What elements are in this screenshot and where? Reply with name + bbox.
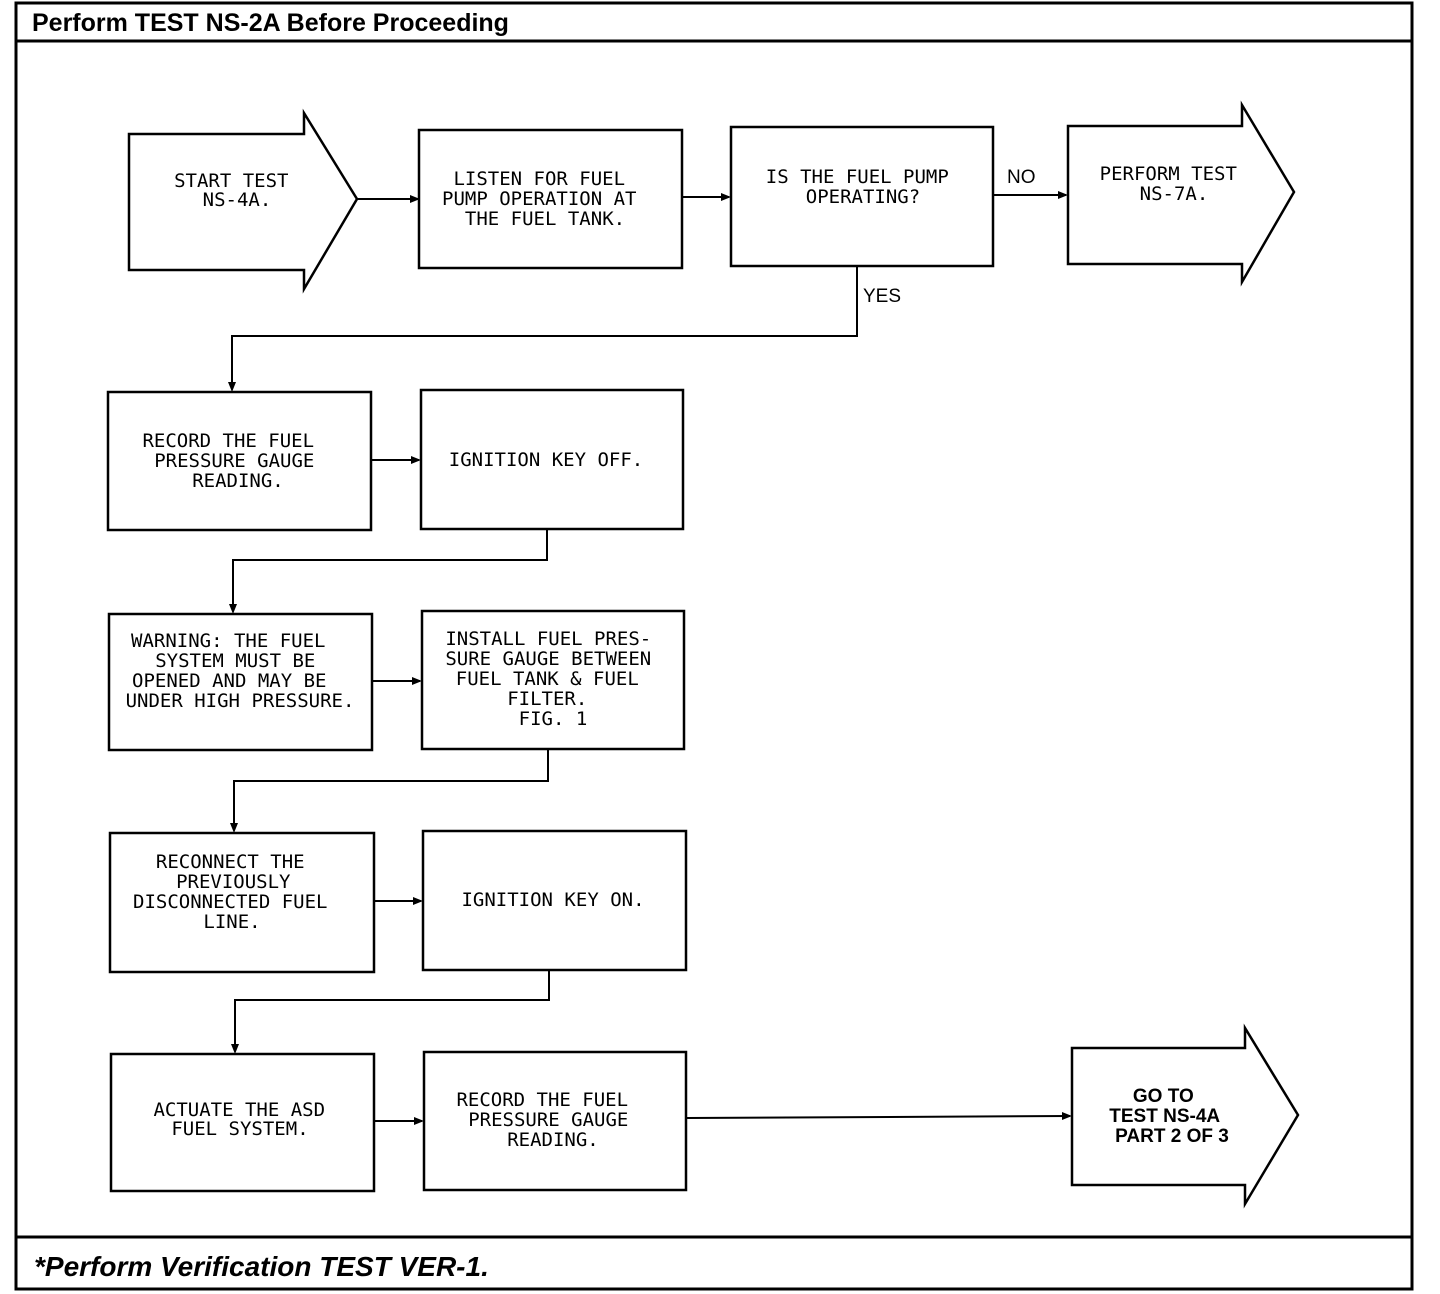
record2-line-2: PRESSURE GAUGE	[468, 1109, 628, 1131]
key-on-line-1: IGNITION KEY ON.	[461, 889, 644, 911]
install-gauge-text: INSTALL FUEL PRES- SURE GAUGE BETWEEN FU…	[445, 628, 662, 730]
warning-node: WARNING: THE FUEL SYSTEM MUST BE OPENED …	[107, 612, 374, 752]
arrowhead	[229, 604, 237, 614]
install-line-4: FILTER.	[507, 688, 587, 710]
footer-note: *Perform Verification TEST VER-1.	[34, 1251, 489, 1282]
listen-text: LISTEN FOR FUEL PUMP OPERATION AT THE FU…	[442, 168, 648, 230]
warning-box	[107, 612, 374, 752]
yes-label: YES	[863, 286, 901, 307]
record-reading-node-1: RECORD THE FUEL PRESSURE GAUGE READING.	[106, 390, 373, 532]
key-off-line-1: IGNITION KEY OFF.	[449, 449, 643, 471]
ignition-key-on-node: IGNITION KEY ON.	[421, 829, 688, 972]
install-line-1: INSTALL FUEL PRES-	[445, 628, 651, 650]
install-line-3: FUEL TANK & FUEL	[456, 668, 639, 690]
record-reading-text-1: RECORD THE FUEL PRESSURE GAUGE READING.	[142, 430, 325, 492]
goto-node: GO TO TEST NS-4A PART 2 OF 3	[1070, 1023, 1300, 1209]
record1-line-3: READING.	[192, 470, 284, 492]
actuate-line-2: FUEL SYSTEM.	[171, 1118, 308, 1140]
listen-line-3: THE FUEL TANK.	[465, 208, 625, 230]
perform-ns7a-line-2: NS-7A.	[1140, 183, 1209, 205]
record-reading-box-1	[106, 390, 373, 532]
warning-text: WARNING: THE FUEL SYSTEM MUST BE OPENED …	[126, 630, 355, 712]
arrowhead	[231, 1044, 239, 1054]
reconnect-box	[108, 831, 376, 974]
arrowhead	[230, 823, 238, 833]
arrowhead	[414, 1117, 424, 1125]
goto-text: GO TO TEST NS-4A PART 2 OF 3	[1109, 1086, 1229, 1147]
connector-keyon-actuate	[234, 970, 550, 1051]
arrowhead	[1062, 1112, 1072, 1120]
actuate-node: ACTUATE THE ASD FUEL SYSTEM.	[109, 1052, 376, 1193]
arrowhead	[721, 193, 731, 201]
goto-line-3: PART 2 OF 3	[1115, 1126, 1229, 1147]
connector-record2-goto	[686, 1115, 1071, 1119]
warning-line-2: SYSTEM MUST BE	[155, 650, 315, 672]
arrowhead	[413, 897, 423, 905]
listen-line-1: LISTEN FOR FUEL	[453, 168, 625, 190]
install-gauge-box	[420, 609, 686, 751]
record2-line-3: READING.	[507, 1129, 599, 1151]
actuate-text: ACTUATE THE ASD FUEL SYSTEM.	[153, 1099, 336, 1140]
goto-line-2: TEST NS-4A	[1109, 1106, 1220, 1127]
arrowhead	[410, 195, 420, 203]
start-line-2: NS-4A.	[203, 189, 272, 211]
actuate-box	[109, 1052, 376, 1193]
warning-line-3: OPENED AND MAY BE	[132, 670, 326, 692]
record1-line-2: PRESSURE GAUGE	[154, 450, 314, 472]
connectors	[228, 191, 1072, 1125]
pump-question-box	[729, 125, 995, 268]
arrowhead	[412, 677, 422, 685]
arrowhead	[1058, 191, 1068, 199]
arrowhead	[411, 456, 421, 464]
goto-line-1: GO TO	[1133, 1086, 1194, 1107]
pump-question-line-1: IS THE FUEL PUMP	[766, 166, 949, 188]
pump-question-node: IS THE FUEL PUMP OPERATING?	[729, 125, 995, 268]
perform-ns7a-node: PERFORM TEST NS-7A.	[1066, 100, 1296, 287]
perform-ns7a-line-1: PERFORM TEST	[1100, 163, 1237, 185]
connector-question-yes	[231, 266, 858, 389]
start-arrow-shape	[127, 108, 359, 294]
record-reading-text-2: RECORD THE FUEL PRESSURE GAUGE READING.	[456, 1089, 639, 1151]
warning-line-4: UNDER HIGH PRESSURE.	[126, 690, 355, 712]
perform-ns7a-arrow-shape	[1066, 100, 1296, 287]
outer-frame	[14, 1, 1414, 1291]
arrowhead	[228, 382, 236, 392]
listen-node: LISTEN FOR FUEL PUMP OPERATION AT THE FU…	[417, 128, 684, 270]
connector-install-reconnect	[233, 749, 549, 830]
no-label: NO	[1007, 167, 1036, 188]
record1-line-1: RECORD THE FUEL	[142, 430, 314, 452]
ignition-key-on-box	[421, 829, 688, 972]
install-gauge-node: INSTALL FUEL PRES- SURE GAUGE BETWEEN FU…	[420, 609, 686, 751]
reconnect-text: RECONNECT THE PREVIOUSLY DISCONNECTED FU…	[133, 851, 339, 933]
ignition-key-off-node: IGNITION KEY OFF.	[419, 388, 685, 531]
install-line-5: FIG. 1	[519, 708, 588, 730]
record-reading-box-2	[422, 1050, 688, 1192]
key-on-text: IGNITION KEY ON.	[461, 889, 644, 911]
header-title: Perform TEST NS-2A Before Proceeding	[32, 9, 509, 37]
connector-keyoff-warning	[232, 530, 548, 611]
perform-ns7a-text: PERFORM TEST NS-7A.	[1100, 163, 1249, 205]
pump-question-text: IS THE FUEL PUMP OPERATING?	[766, 166, 960, 208]
install-line-2: SURE GAUGE BETWEEN	[445, 648, 651, 670]
warning-line-1: WARNING: THE FUEL	[131, 630, 325, 652]
goto-arrow-shape	[1070, 1023, 1300, 1209]
key-off-text: IGNITION KEY OFF.	[449, 449, 643, 471]
record-reading-node-2: RECORD THE FUEL PRESSURE GAUGE READING.	[422, 1050, 688, 1192]
start-test-node: START TEST NS-4A.	[127, 108, 359, 294]
record2-line-1: RECORD THE FUEL	[456, 1089, 628, 1111]
listen-line-2: PUMP OPERATION AT	[442, 188, 636, 210]
ignition-key-off-box	[419, 388, 685, 531]
start-text: START TEST NS-4A.	[174, 170, 300, 211]
start-line-1: START TEST	[174, 170, 288, 192]
reconnect-line-3: DISCONNECTED FUEL	[133, 891, 327, 913]
reconnect-line-4: LINE.	[203, 911, 260, 933]
actuate-line-1: ACTUATE THE ASD	[153, 1099, 325, 1121]
listen-box	[417, 128, 684, 270]
reconnect-line-1: RECONNECT THE	[156, 851, 305, 873]
pump-question-line-2: OPERATING?	[806, 186, 920, 208]
reconnect-node: RECONNECT THE PREVIOUSLY DISCONNECTED FU…	[108, 831, 376, 974]
reconnect-line-2: PREVIOUSLY	[176, 871, 291, 893]
